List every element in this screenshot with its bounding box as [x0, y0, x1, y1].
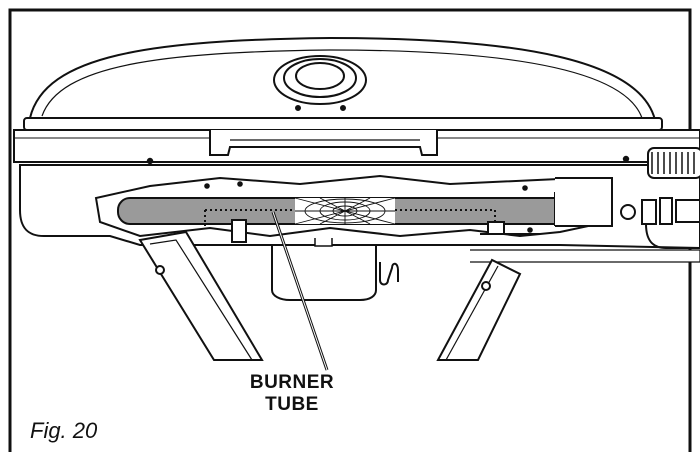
- figure-label: Fig. 20: [30, 418, 98, 443]
- callout-line-1: BURNER: [249, 372, 335, 393]
- control-knob-icon: [647, 147, 700, 179]
- valve-regulator-icon: [480, 177, 700, 249]
- callout-line-2: TUBE: [265, 394, 319, 415]
- callout-leader-line-inner: [272, 211, 328, 371]
- lid-vent-icon: [273, 55, 367, 105]
- lid-handle-icon: [209, 130, 438, 156]
- leg-frame-left-icon: [138, 230, 264, 361]
- cobweb-icon: [294, 197, 396, 225]
- leg-frame-right-icon: [436, 258, 522, 361]
- burner-tube-callout: BURNER TUBE: [232, 372, 352, 416]
